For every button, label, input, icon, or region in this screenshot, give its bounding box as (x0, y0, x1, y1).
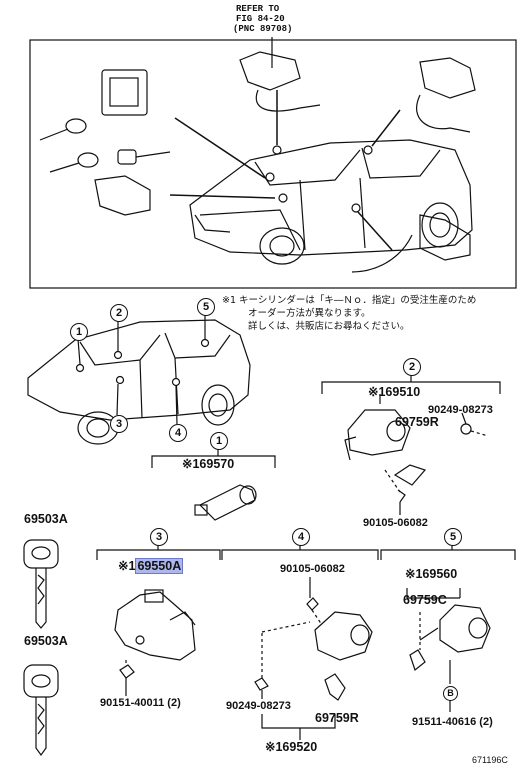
steering-lock-assembly-drawing (114, 589, 196, 661)
part-69550A-highlight: 69550A (135, 558, 184, 574)
steering-lock-drawing (94, 175, 151, 216)
part-90105-06082-a[interactable]: 90105-06082 (363, 517, 428, 529)
part-69520[interactable]: ※169520 (265, 740, 318, 754)
key-bottom-drawing (23, 664, 59, 757)
part-90105-06082-b[interactable]: 90105-06082 (280, 563, 345, 575)
vehicle-callout-2: 2 (110, 304, 128, 322)
section-4-number: 4 (292, 528, 310, 546)
part-90151-40011[interactable]: 90151-40011 (2) (100, 697, 181, 709)
top-inset-frame (29, 39, 517, 289)
refer-line-3: (PNC 89708) (233, 24, 293, 34)
refer-line-1: REFER TO (236, 4, 280, 14)
part-69570[interactable]: ※169570 (182, 457, 235, 471)
vehicle-callout-1: 1 (70, 323, 88, 341)
section-5-number: 5 (444, 528, 462, 546)
vehicle-callout-5: 5 (197, 298, 215, 316)
back-door-cylinder-drawing (419, 214, 471, 261)
cylinder-barrel-drawing (194, 484, 257, 521)
part-69759R-a[interactable]: 69759R (395, 415, 439, 429)
section2-lever-drawing (393, 464, 427, 486)
section5-cylinder-drawing (419, 604, 491, 653)
section2-cylinder-drawing (344, 409, 411, 461)
top-vehicle-drawing (189, 139, 473, 265)
key-top-drawing (23, 539, 59, 629)
index-vehicle-drawing (27, 319, 251, 445)
part-69503A-top[interactable]: 69503A (24, 512, 68, 526)
part-69550A-prefix: ※1 (118, 559, 136, 573)
note-line-1: ※1 キーシリンダーは「キ―Ｎｏ．指定」の受注生産のため (222, 295, 477, 306)
ecu-module-drawing (101, 69, 148, 116)
note-line-3: 詳しくは、共販店にお尋ねください。 (248, 321, 410, 332)
part-69560[interactable]: ※169560 (405, 567, 458, 581)
vehicle-callout-4: 4 (169, 424, 187, 442)
part-69503A-bottom[interactable]: 69503A (24, 634, 68, 648)
section-3-number: 3 (150, 528, 168, 546)
part-69759C[interactable]: 69759C (403, 593, 447, 607)
note-line-2: オーダー方法が異なります。 (248, 308, 371, 319)
part-90249-08273-b[interactable]: 90249-08273 (226, 700, 291, 712)
door-cylinder-drawing (419, 57, 476, 99)
figure-code: 671196C (472, 755, 508, 765)
section4-cylinder-drawing (314, 611, 373, 661)
part-69759R-b[interactable]: 69759R (315, 711, 359, 725)
part-69510[interactable]: ※169510 (368, 385, 421, 399)
refer-line-2: FIG 84-20 (236, 14, 285, 24)
part-91511-40616[interactable]: 91511-40616 (2) (412, 716, 493, 728)
top-keys-drawing (39, 118, 171, 173)
section-1-number: 1 (210, 432, 228, 450)
section5-lever-drawing (409, 649, 426, 672)
ignition-switch-drawing (239, 51, 301, 91)
part-90249-08273-a[interactable]: 90249-08273 (428, 404, 493, 416)
vehicle-callout-3: 3 (110, 415, 128, 433)
section4-lever-drawing (324, 673, 346, 701)
section-2-number: 2 (403, 358, 421, 376)
ref-b-callout: B (443, 686, 458, 701)
